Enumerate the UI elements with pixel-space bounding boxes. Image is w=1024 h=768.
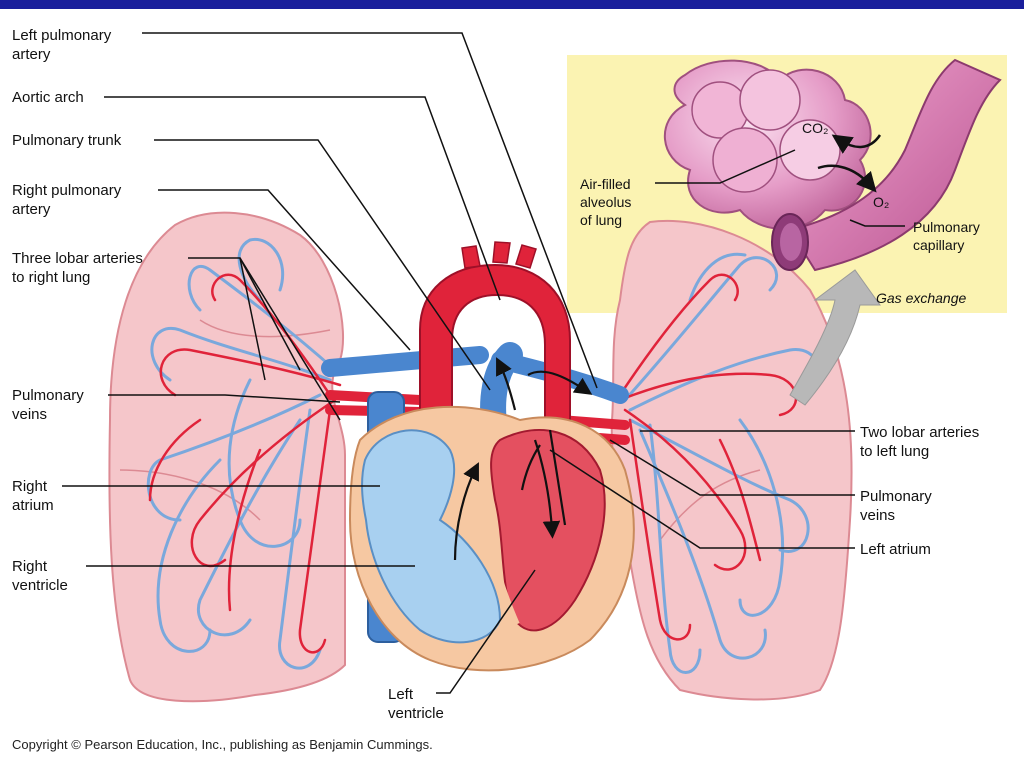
copyright-notice: Copyright © Pearson Education, Inc., pub… — [12, 737, 433, 752]
label-left-atrium: Left atrium — [860, 541, 931, 558]
label-pulmonary-veins-left-lung: Pulmonary veins — [860, 488, 932, 524]
label-right-ventricle: Right ventricle — [12, 558, 68, 594]
label-right-atrium: Right atrium — [12, 478, 54, 514]
heart — [348, 405, 635, 672]
capillary-illustration — [771, 58, 1002, 272]
leader-lines — [62, 32, 905, 694]
label-left-ventricle: Left ventricle — [388, 686, 444, 722]
label-pulmonary-veins-right-lung: Pulmonary veins — [12, 387, 84, 423]
label-co2: CO₂ — [802, 120, 829, 136]
inset-callout-arrow — [789, 269, 881, 406]
label-o2: O₂ — [873, 194, 890, 210]
left-lung — [610, 219, 853, 701]
inset-caption-gas-exchange: Gas exchange — [876, 290, 967, 306]
right-lung-vessels — [146, 237, 342, 670]
header-bar — [0, 0, 1024, 9]
right-lung — [108, 211, 346, 703]
label-pulmonary-trunk: Pulmonary trunk — [12, 132, 122, 149]
label-pulmonary-capillary: Pulmonary capillary — [913, 219, 980, 253]
label-left-pulmonary-artery: Left pulmonary artery — [12, 27, 112, 63]
left-lung-vessels — [618, 252, 820, 674]
label-right-pulmonary-artery: Right pulmonary artery — [12, 182, 122, 218]
label-air-filled-alveolus: Air-filled alveolus of lung — [580, 176, 632, 228]
label-two-lobar-arteries: Two lobar arteries to left lung — [860, 424, 980, 460]
blood-flow-arrows — [453, 357, 593, 561]
label-aortic-arch: Aortic arch — [12, 89, 84, 106]
label-three-lobar-arteries: Three lobar arteries to right lung — [12, 250, 143, 286]
alveolus-illustration — [663, 59, 872, 230]
gas-flow-arrows — [817, 134, 882, 193]
